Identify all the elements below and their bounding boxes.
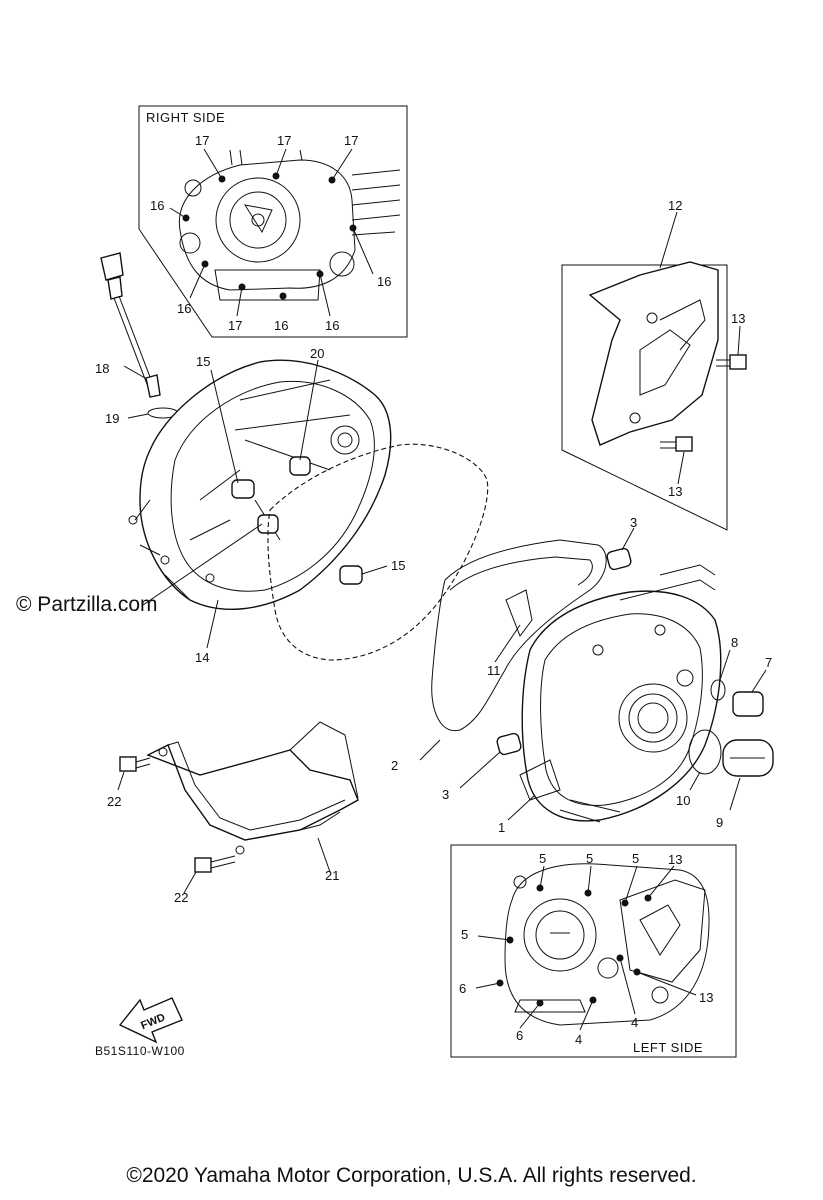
forward-arrow: FWD: [118, 997, 183, 1044]
label-14: 14: [195, 650, 209, 665]
bolt: [729, 354, 747, 370]
label-13: 13: [668, 484, 682, 499]
left-side-inset: LEFT SIDE 5 5 5 13 5 13 6 4 6 4: [450, 844, 737, 1058]
label-20: 20: [310, 346, 324, 361]
guard-plate: 22 21 22: [107, 721, 359, 905]
o-ring: [688, 729, 722, 775]
dowel-pin: [339, 565, 363, 585]
left-side-title: LEFT SIDE: [633, 1040, 703, 1055]
label-7: 7: [765, 655, 772, 670]
label-3: 3: [442, 787, 449, 802]
label-16: 16: [377, 274, 391, 289]
bolt: [119, 756, 137, 772]
label-15: 15: [391, 558, 405, 573]
label-8: 8: [731, 635, 738, 650]
copyright-notice: ©2020 Yamaha Motor Corporation, U.S.A. A…: [126, 1164, 697, 1187]
right-side-inset: RIGHT SIDE 17 17 17 16 16 16 17 16 16: [138, 105, 408, 338]
o-ring: [710, 679, 726, 701]
label-22: 22: [174, 890, 188, 905]
dowel-pin: [606, 547, 632, 571]
label-17: 17: [195, 133, 209, 148]
right-crankcase-cover: 15 20 15 14: [128, 346, 405, 665]
label-17: 17: [228, 318, 242, 333]
label-17: 17: [344, 133, 358, 148]
dowel-pin: [231, 479, 255, 499]
dowel-pin: [289, 456, 311, 476]
label-16: 16: [274, 318, 288, 333]
sprocket-cover: 12 13 13: [561, 198, 747, 531]
bracket: [505, 589, 533, 638]
label-13: 13: [731, 311, 745, 326]
left-gasket: [431, 539, 607, 732]
label-18: 18: [95, 361, 109, 376]
label-16: 16: [325, 318, 339, 333]
left-crankcase-cover: [519, 564, 722, 823]
label-21: 21: [325, 868, 339, 883]
label-4: 4: [575, 1032, 582, 1047]
plug: [732, 691, 764, 717]
dowel-pin: [496, 732, 522, 756]
label-4: 4: [631, 1015, 638, 1030]
label-2: 2: [391, 758, 398, 773]
label-17: 17: [277, 133, 291, 148]
label-11: 11: [487, 663, 501, 678]
watermark: © Partzilla.com: [16, 593, 158, 616]
label-9: 9: [716, 815, 723, 830]
dipstick: 18 19: [95, 252, 179, 426]
right-gasket: [267, 443, 489, 661]
right-side-title: RIGHT SIDE: [146, 110, 225, 125]
label-16: 16: [177, 301, 191, 316]
parts-diagram: RIGHT SIDE 17 17 17 16 16 16 17 16 16: [16, 105, 774, 1058]
label-6: 6: [516, 1028, 523, 1043]
label-16: 16: [150, 198, 164, 213]
drawing-code: B51S110-W100: [95, 1044, 185, 1058]
label-6: 6: [459, 981, 466, 996]
label-13: 13: [668, 852, 682, 867]
label-5: 5: [586, 851, 593, 866]
label-5: 5: [539, 851, 546, 866]
label-5: 5: [632, 851, 639, 866]
label-10: 10: [676, 793, 690, 808]
label-5: 5: [461, 927, 468, 942]
label-15: 15: [196, 354, 210, 369]
bolt: [194, 857, 212, 873]
label-12: 12: [668, 198, 682, 213]
bolt: [675, 436, 693, 452]
label-19: 19: [105, 411, 119, 426]
label-1: 1: [498, 820, 505, 835]
bolt-dot: [279, 292, 287, 300]
label-13: 13: [699, 990, 713, 1005]
label-3: 3: [630, 515, 637, 530]
label-22: 22: [107, 794, 121, 809]
